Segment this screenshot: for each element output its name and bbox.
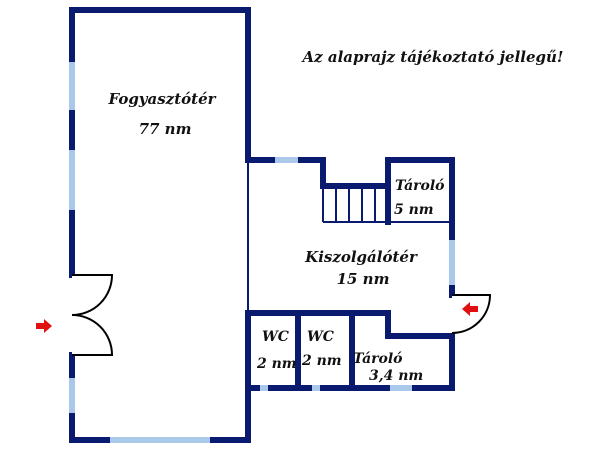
staircase — [322, 186, 376, 222]
room-name-wc-2: WC — [307, 329, 334, 345]
room-area-kiszolgaloter: 15 nm — [337, 270, 390, 288]
room-area-fogyasztoter: 77 nm — [139, 120, 192, 138]
disclaimer-note: Az alaprajz tájékoztató jellegű! — [300, 48, 563, 66]
side-entrance-door — [451, 294, 492, 334]
entrance-arrow-icon — [36, 319, 52, 333]
room-name-wc-1: WC — [262, 329, 289, 345]
room-area-wc-1: 2 nm — [256, 356, 297, 372]
side-entrance-arrow-icon — [462, 302, 478, 316]
room-area-tarolo-2: 3,4 nm — [369, 368, 423, 384]
room-name-kiszolgaloter: Kiszolgálótér — [304, 248, 418, 266]
room-name-tarolo-1: Tároló — [395, 178, 445, 194]
room-area-wc-2: 2 nm — [301, 353, 342, 369]
room-name-tarolo-2: Tároló — [353, 351, 403, 367]
room-area-tarolo-1: 5 nm — [394, 202, 434, 218]
windows — [69, 62, 455, 443]
room-name-fogyasztoter: Fogyasztótér — [107, 90, 216, 108]
main-entrance-door — [71, 274, 114, 356]
